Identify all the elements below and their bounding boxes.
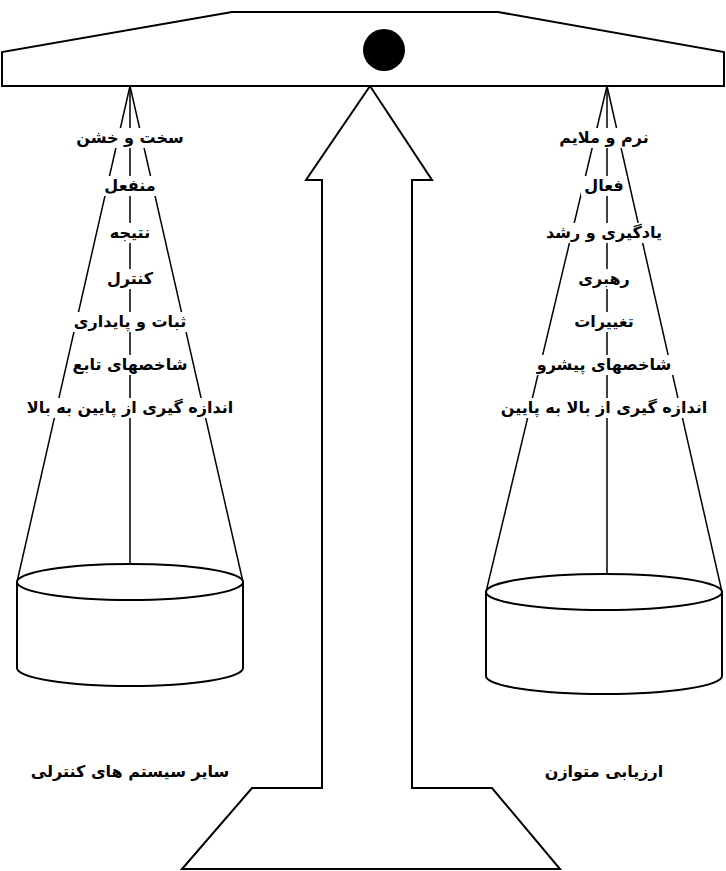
pan-string — [607, 86, 722, 592]
arm-label: یادگیری و رشد — [543, 223, 665, 243]
pan-string — [606, 86, 608, 592]
pan-string — [130, 86, 243, 582]
pan-string — [486, 86, 607, 592]
pan-string — [129, 86, 131, 582]
pan-label: سایر سیستم های کنترلی — [28, 762, 232, 782]
scale-post — [182, 86, 560, 869]
arm-label: ثبات و پایداری — [71, 312, 189, 332]
arm-label: نتیجه — [107, 223, 153, 243]
arm-label: کنترل — [104, 269, 156, 289]
scale-pan-rim — [17, 564, 243, 600]
scale-beam — [2, 12, 724, 86]
arm-label: سخت و خشن — [73, 128, 187, 148]
scale-pan-rim — [486, 574, 722, 610]
pan-label: ارزیابی متوازن — [542, 762, 667, 782]
pivot-dot — [363, 29, 405, 71]
arm-label: نرم و ملایم — [556, 128, 651, 148]
arm-label: شاخصهای پیشرو — [534, 355, 675, 375]
arm-label: اندازه گیری از پایین به بالا — [24, 398, 236, 418]
arm-label: فعال — [581, 176, 626, 196]
arm-label: شاخصهای تابع — [70, 355, 191, 375]
arm-label: تغییرات — [571, 312, 637, 332]
pan-string — [17, 86, 130, 582]
arm-label: اندازه گیری از بالا به پایین — [498, 398, 710, 418]
arm-label: منفعل — [101, 176, 158, 196]
arm-label: رهبری — [575, 269, 632, 289]
